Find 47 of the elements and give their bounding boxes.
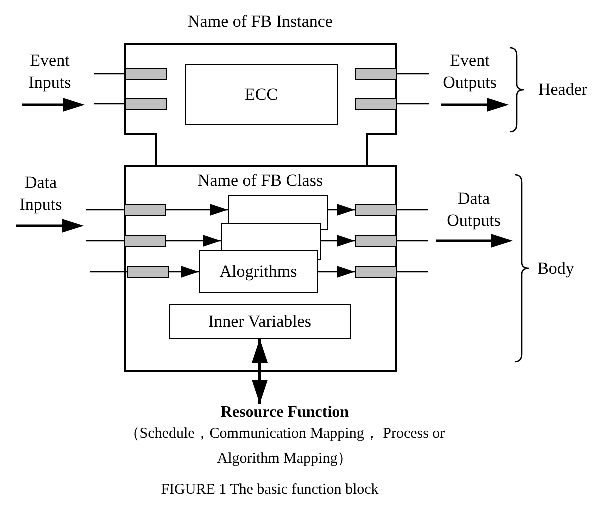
signal-line: [397, 271, 428, 273]
arrow: [328, 204, 355, 216]
port-bar: [124, 235, 166, 247]
resource-function-description: （Schedule，Communication Mapping， Process or Algorithm Mapping）: [124, 425, 446, 469]
side-label: Header: [537, 79, 589, 101]
side-label: Event Inputs: [28, 50, 72, 94]
port-bar: [124, 204, 166, 216]
side-label: Data Outputs: [446, 188, 502, 232]
signal-line: [397, 240, 428, 242]
arrow: [166, 204, 228, 216]
resource-function-title: Resource Function: [220, 404, 350, 422]
function-block-box: [124, 165, 397, 372]
port-bar: [125, 98, 167, 110]
port-bar: [355, 98, 397, 110]
signal-line: [90, 271, 127, 273]
block-heading: Name of FB Class: [196, 170, 324, 192]
side-label: Data Inputs: [18, 172, 64, 216]
arrow: [169, 266, 199, 278]
signal-line: [397, 73, 429, 75]
signal-line: [397, 209, 428, 211]
side-label: Event Outputs: [442, 50, 498, 94]
port-bar: [355, 266, 397, 278]
figure-caption: FIGURE 1 The basic function block: [160, 481, 380, 500]
box-label: Inner Variables: [208, 310, 312, 333]
arrow: [321, 235, 355, 247]
arrow: [166, 235, 221, 247]
box-label: Alogrithms: [220, 260, 298, 283]
inner-box: [185, 64, 338, 125]
signal-line: [94, 73, 125, 75]
arrow: [252, 339, 268, 404]
signal-line: [94, 103, 125, 105]
signal-line: [86, 209, 124, 211]
port-bar: [355, 235, 397, 247]
port-bar: [127, 266, 169, 278]
algorithm-box: [221, 223, 321, 250]
inner-box: [169, 304, 351, 339]
box-label: ECC: [244, 84, 278, 106]
algorithm-box: [228, 195, 328, 223]
block-heading: Name of FB Instance: [187, 11, 334, 33]
arrow: [318, 266, 355, 278]
inner-box: [199, 250, 318, 293]
port-bar: [355, 204, 397, 216]
port-bar: [125, 68, 167, 80]
signal-line: [397, 103, 429, 105]
signal-line: [86, 240, 124, 242]
port-bar: [355, 68, 397, 80]
side-label: Body: [536, 258, 576, 280]
